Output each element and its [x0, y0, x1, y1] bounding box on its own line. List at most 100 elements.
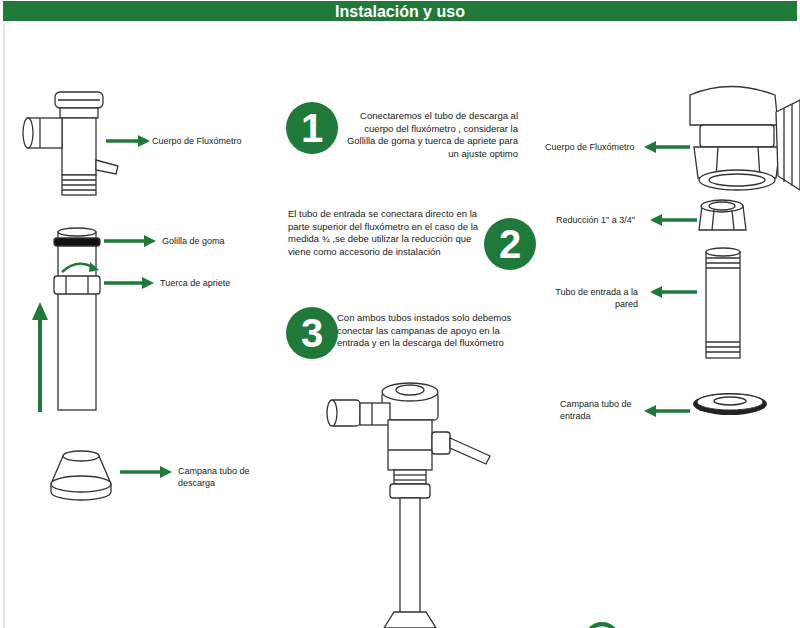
- assembled-flushometer: [388, 449, 432, 450]
- callout-arrow: [120, 470, 162, 474]
- callout-arrow: [138, 135, 150, 147]
- discharge-bell: [51, 451, 111, 500]
- inlet-tube: [706, 252, 740, 358]
- flushometer-body: [776, 100, 800, 190]
- assembled-flushometer: [400, 498, 420, 628]
- callout-arrow: [104, 239, 146, 243]
- inlet-bell: [697, 394, 763, 410]
- page-title: Instalación y uso: [0, 2, 800, 21]
- callout-arrow: [160, 466, 172, 478]
- step-circle: 2: [484, 218, 536, 270]
- circle-shape: [484, 218, 536, 270]
- reduction-fitting: [699, 200, 746, 230]
- flushometer-body: [96, 160, 118, 174]
- flushometer-body: [60, 108, 98, 118]
- flushometer-body: [783, 108, 784, 182]
- callout-arrow: [144, 235, 156, 247]
- assembled-flushometer: [327, 383, 490, 628]
- discharge-pipe: [87, 276, 88, 294]
- logo-fragment: [584, 622, 620, 628]
- step-text: Conectaremos el tubo de descarga al cuer…: [338, 110, 518, 160]
- callout-arrow: [142, 277, 154, 289]
- part-label: Campana tubo de entrada: [560, 398, 650, 422]
- inlet-tube: [706, 257, 740, 258]
- flushometer-body: [23, 92, 118, 195]
- circle-shape: [286, 102, 338, 154]
- inlet-tube: [706, 248, 740, 256]
- part-label: Campana tubo de descarga: [178, 465, 263, 489]
- part-label: Cuerpo de Fluxómetro: [545, 141, 645, 153]
- assembled-flushometer: [396, 385, 424, 395]
- callout-arrow: [104, 281, 144, 285]
- assembled-flushometer: [394, 470, 426, 484]
- flushometer-body: [690, 87, 800, 191]
- assembled-flushometer: [371, 403, 372, 425]
- callout-arrow: [644, 141, 697, 417]
- discharge-pipe: [54, 238, 100, 246]
- assembly-arrow: [32, 302, 48, 320]
- frame-line: [4, 22, 5, 628]
- logo-fragment: [589, 627, 615, 628]
- flushometer-body: [62, 175, 96, 195]
- assembled-flushometer: [394, 479, 426, 480]
- step-text: El tubo de entrada se conectara directo …: [288, 208, 488, 258]
- part-label: Reducción 1" a 3/4": [556, 214, 656, 226]
- assembled-flushometer: [450, 438, 490, 464]
- callout-arrow: [644, 141, 656, 153]
- part-label: Golilla de goma: [162, 235, 262, 247]
- assembled-flushometer: [382, 383, 438, 401]
- inlet-bell: [714, 397, 746, 405]
- callout-arrow: [104, 135, 172, 478]
- inlet-tube: [706, 262, 740, 263]
- flushometer-body: [62, 189, 96, 190]
- turn-arrow: [89, 262, 99, 272]
- flushometer-body: [709, 174, 765, 186]
- step-number: 1: [286, 102, 338, 154]
- callout-arrow: [650, 214, 662, 226]
- inlet-bell: [693, 393, 767, 415]
- assembled-flushometer: [432, 432, 450, 454]
- discharge-bell: [51, 476, 111, 492]
- discharge-pipe: [65, 276, 66, 294]
- flushometer-body: [58, 99, 100, 100]
- flushometer-body: [55, 92, 103, 108]
- inlet-tube: [706, 267, 740, 268]
- logo-fragment: [584, 622, 620, 628]
- discharge-bell: [51, 456, 111, 500]
- discharge-pipe: [54, 276, 100, 294]
- callout-arrow: [654, 145, 690, 149]
- discharge-pipe: [54, 228, 100, 410]
- part-label: Cuerpo de Fluxómetro: [152, 135, 272, 147]
- assembled-flushometer: [360, 403, 390, 425]
- assembly-arrow: [38, 318, 42, 412]
- step-text: Con ambos tubos instados solo debemos co…: [337, 312, 529, 350]
- flushometer-body: [700, 125, 774, 147]
- assembled-flushometer: [384, 612, 436, 628]
- callout-arrow: [654, 409, 690, 413]
- turn-arrow: [62, 262, 99, 272]
- assembly-arrow: [32, 302, 48, 412]
- reduction-fitting: [732, 210, 734, 230]
- flushometer-body: [690, 87, 778, 126]
- reduction-fitting: [709, 202, 735, 210]
- flushometer-body: [23, 118, 33, 148]
- inlet-tube: [706, 341, 740, 342]
- inlet-bell: [693, 393, 767, 415]
- callout-arrow: [660, 290, 697, 294]
- discharge-pipe: [58, 228, 96, 236]
- inlet-tube: [706, 248, 740, 358]
- assembled-flushometer: [388, 420, 432, 470]
- step-number: 2: [484, 218, 536, 270]
- inlet-tube: [706, 351, 740, 352]
- flushometer-body: [39, 118, 40, 148]
- step-number: 3: [286, 307, 338, 359]
- reduction-fitting: [701, 200, 743, 212]
- step-circle: 1: [286, 102, 338, 154]
- callout-arrow: [650, 286, 662, 298]
- part-label: Tuerca de apriete: [160, 277, 260, 289]
- inlet-tube: [706, 346, 740, 347]
- callout-arrow: [660, 218, 697, 222]
- flushometer-body: [791, 104, 792, 186]
- callout-arrow: [106, 139, 140, 143]
- assembled-flushometer: [394, 474, 426, 475]
